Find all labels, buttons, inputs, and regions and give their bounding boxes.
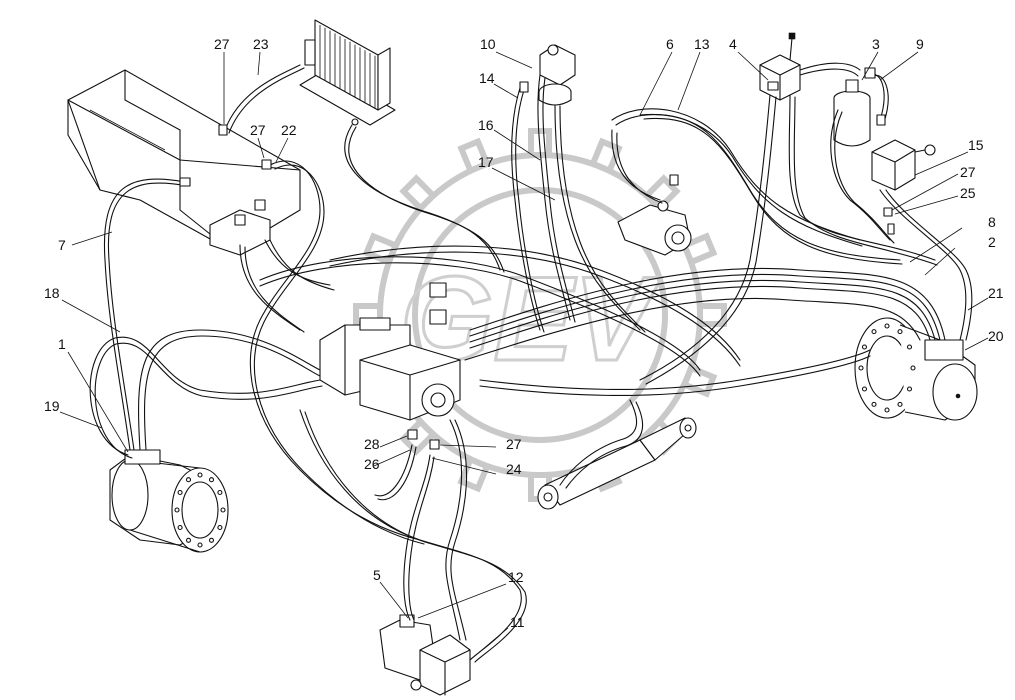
watermark-gear-inner — [412, 187, 668, 443]
callout-18: 18 — [44, 285, 60, 301]
callout-14: 14 — [479, 70, 495, 86]
callout-12: 12 — [508, 569, 524, 585]
callout-5: 5 — [373, 567, 381, 583]
callout-16: 16 — [478, 117, 494, 133]
callout-17: 17 — [478, 154, 494, 170]
left-wheel-motor — [109, 449, 229, 553]
callout-25: 25 — [960, 185, 976, 201]
return-filter — [833, 79, 871, 147]
callout-leaders — [59, 51, 989, 661]
callout-19: 19 — [44, 398, 60, 414]
callout-27-cooler: 27 — [214, 36, 230, 52]
callout-21: 21 — [988, 285, 1004, 301]
pilot-valve — [871, 139, 936, 191]
callout-20: 20 — [988, 328, 1004, 344]
central-pump-assembly — [319, 282, 461, 421]
callout-7: 7 — [58, 237, 66, 253]
callout-22: 22 — [281, 122, 297, 138]
fittings — [179, 67, 895, 450]
control-valve-upper — [759, 32, 801, 101]
callout-26: 26 — [364, 456, 380, 472]
pump-top — [538, 44, 576, 106]
callout-24: 24 — [506, 461, 522, 477]
callout-13: 13 — [694, 36, 710, 52]
tank-valve-block — [209, 199, 271, 256]
callout-27-right: 27 — [960, 164, 976, 180]
callout-28: 28 — [364, 436, 380, 452]
callout-6: 6 — [666, 36, 674, 52]
callout-4: 4 — [729, 36, 737, 52]
callout-3: 3 — [872, 36, 880, 52]
callout-labels: 1 2 3 4 5 6 7 8 9 10 11 12 13 14 15 16 1… — [44, 36, 1004, 630]
callout-1: 1 — [58, 336, 66, 352]
callout-15: 15 — [968, 137, 984, 153]
center-motor — [617, 200, 692, 256]
callout-23: 23 — [253, 36, 269, 52]
hydraulic-cylinder — [537, 417, 697, 510]
bottom-pump — [379, 614, 471, 696]
callout-10: 10 — [480, 36, 496, 52]
callout-9: 9 — [916, 36, 924, 52]
hoses — [89, 62, 973, 663]
right-wheel-motor — [854, 317, 978, 421]
callout-8: 8 — [988, 214, 996, 230]
callout-27-pump: 27 — [506, 436, 522, 452]
callout-11: 11 — [510, 614, 525, 630]
oil-cooler — [299, 19, 396, 126]
callout-27-tank: 27 — [250, 122, 266, 138]
callout-2: 2 — [988, 234, 996, 250]
